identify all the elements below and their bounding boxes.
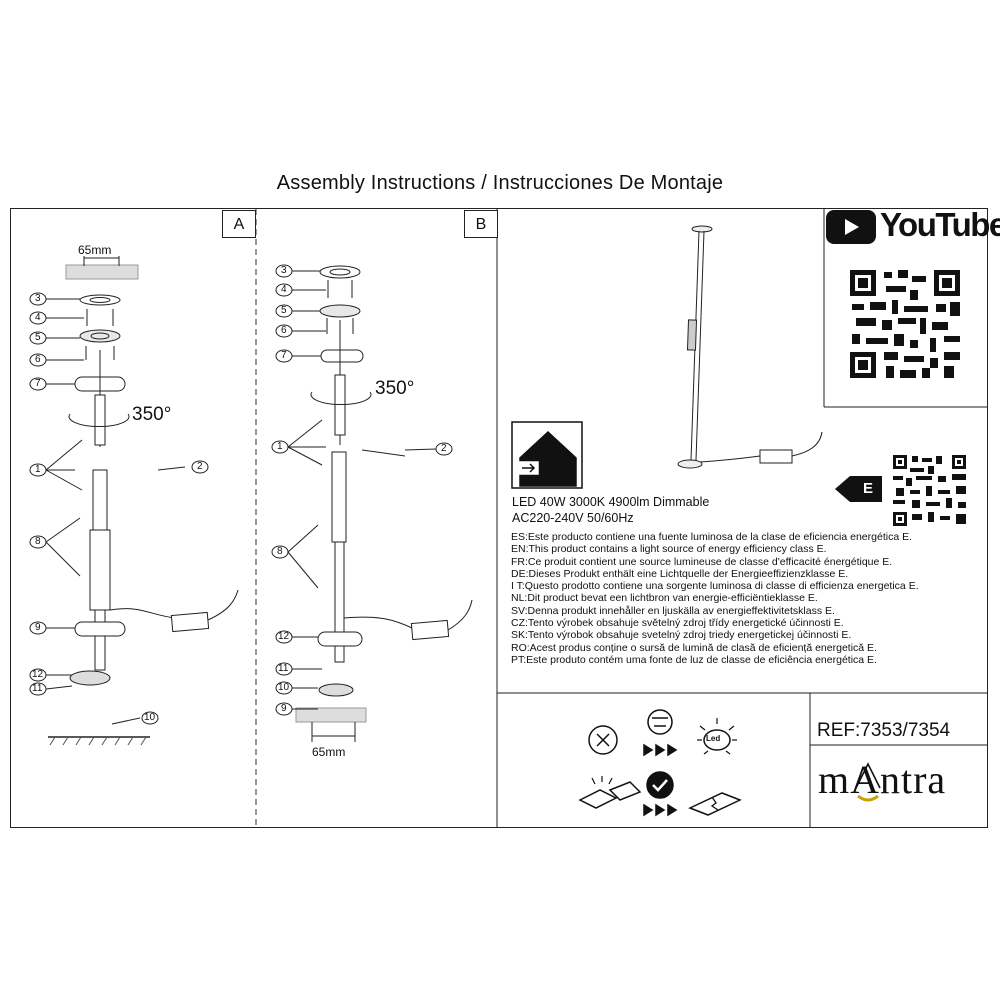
callout-a-1: 3 bbox=[35, 293, 41, 304]
energy-statement: FR:Ce produit contient une source lumine… bbox=[511, 555, 893, 568]
energy-statement: CZ:Tento výrobek obsahuje světelný zdroj… bbox=[511, 617, 844, 630]
product-specs: LED 40W 3000K 4900lm Dimmable AC220-240V… bbox=[512, 494, 709, 526]
callout-b-6: 1 bbox=[277, 441, 283, 452]
callout-b-2: 4 bbox=[281, 284, 287, 295]
section-a-drawing bbox=[45, 256, 239, 746]
energy-qr-code-icon bbox=[893, 455, 966, 526]
connected-driver-icon bbox=[688, 792, 742, 816]
callout-a-8: 8 bbox=[35, 536, 41, 547]
energy-statement: SV:Denna produkt innehåller en ljuskälla… bbox=[511, 604, 835, 617]
ceiling-texture-a bbox=[65, 264, 139, 280]
callout-b-10: 11 bbox=[278, 663, 289, 674]
reference-number: REF:7353/7354 bbox=[817, 720, 951, 741]
brand-accent bbox=[855, 762, 881, 789]
energy-statement: DE:Dieses Produkt enthält eine Lichtquel… bbox=[511, 567, 849, 580]
qr-code-icon bbox=[849, 269, 961, 379]
callout-b-1: 3 bbox=[281, 265, 287, 276]
energy-arrow-shape bbox=[835, 476, 882, 502]
energy-statement: RO:Acest produs conține o sursă de lumin… bbox=[511, 641, 877, 654]
callout-a-5: 7 bbox=[35, 378, 41, 389]
dimension-a: 65mm bbox=[78, 243, 112, 257]
page-title: Assembly Instructions / Instrucciones De… bbox=[276, 172, 724, 194]
driver-box-icon bbox=[578, 789, 618, 809]
callout-a-9: 9 bbox=[35, 622, 41, 633]
brand-logo: mAntra bbox=[818, 757, 947, 802]
callout-b-12: 9 bbox=[281, 703, 287, 714]
indoor-house-icon bbox=[511, 421, 583, 489]
specs-line-1: LED 40W 3000K 4900lm Dimmable bbox=[512, 495, 710, 509]
energy-statement: NL:Dit product bevat een lichtbron van e… bbox=[511, 592, 818, 605]
callout-b-5: 7 bbox=[281, 350, 287, 361]
bottom-icons bbox=[578, 709, 742, 817]
instruction-frame bbox=[10, 208, 988, 828]
callout-b-11: 10 bbox=[278, 682, 290, 693]
callout-b-3: 5 bbox=[281, 305, 287, 316]
energy-statement: ES:Este producto contiene una fuente lum… bbox=[511, 531, 913, 543]
callout-a-2: 4 bbox=[35, 312, 41, 323]
callout-a-4: 6 bbox=[35, 354, 41, 365]
callout-a-6: 1 bbox=[35, 464, 41, 475]
callout-a-10: 12 bbox=[32, 669, 44, 680]
callout-b-9: 12 bbox=[278, 631, 290, 642]
section-a-label: A bbox=[222, 210, 256, 238]
section-b-label: B bbox=[464, 210, 498, 238]
led-bulb-icon bbox=[703, 729, 731, 751]
energy-class-letter: E bbox=[862, 480, 873, 497]
energy-statement: SK:Tento výrobok obsahuje svetelný zdroj… bbox=[511, 629, 852, 642]
callout-a-7: 2 bbox=[197, 461, 203, 472]
product-illustration bbox=[677, 225, 823, 469]
dimension-b: 65mm bbox=[312, 745, 346, 759]
youtube-text: YouTube bbox=[880, 206, 1000, 243]
technician-icon bbox=[647, 709, 673, 735]
energy-statements: ES:Este producto contiene una fuente lum… bbox=[511, 531, 919, 666]
angle-a: 350° bbox=[132, 404, 172, 425]
energy-statement: I T:Questo prodotto contiene una sorgent… bbox=[511, 580, 919, 593]
callout-b-7: 2 bbox=[441, 443, 447, 454]
energy-statement: EN:This product contains a light source … bbox=[511, 543, 827, 556]
recycle-icon bbox=[588, 725, 618, 755]
callout-a-11: 11 bbox=[32, 683, 43, 694]
callout-a-3: 5 bbox=[35, 332, 41, 343]
energy-statement: PT:Este produto contém uma fonte de luz … bbox=[511, 653, 877, 666]
callout-a-12: 10 bbox=[144, 712, 156, 723]
angle-b: 350° bbox=[375, 378, 415, 399]
callout-b-8: 8 bbox=[277, 546, 283, 557]
led-label: Led bbox=[706, 734, 721, 743]
callout-b-4: 6 bbox=[281, 325, 287, 336]
checkmark-icon bbox=[646, 771, 674, 799]
section-b-drawing bbox=[287, 265, 473, 742]
specs-line-2: AC220-240V 50/60Hz bbox=[512, 511, 634, 525]
